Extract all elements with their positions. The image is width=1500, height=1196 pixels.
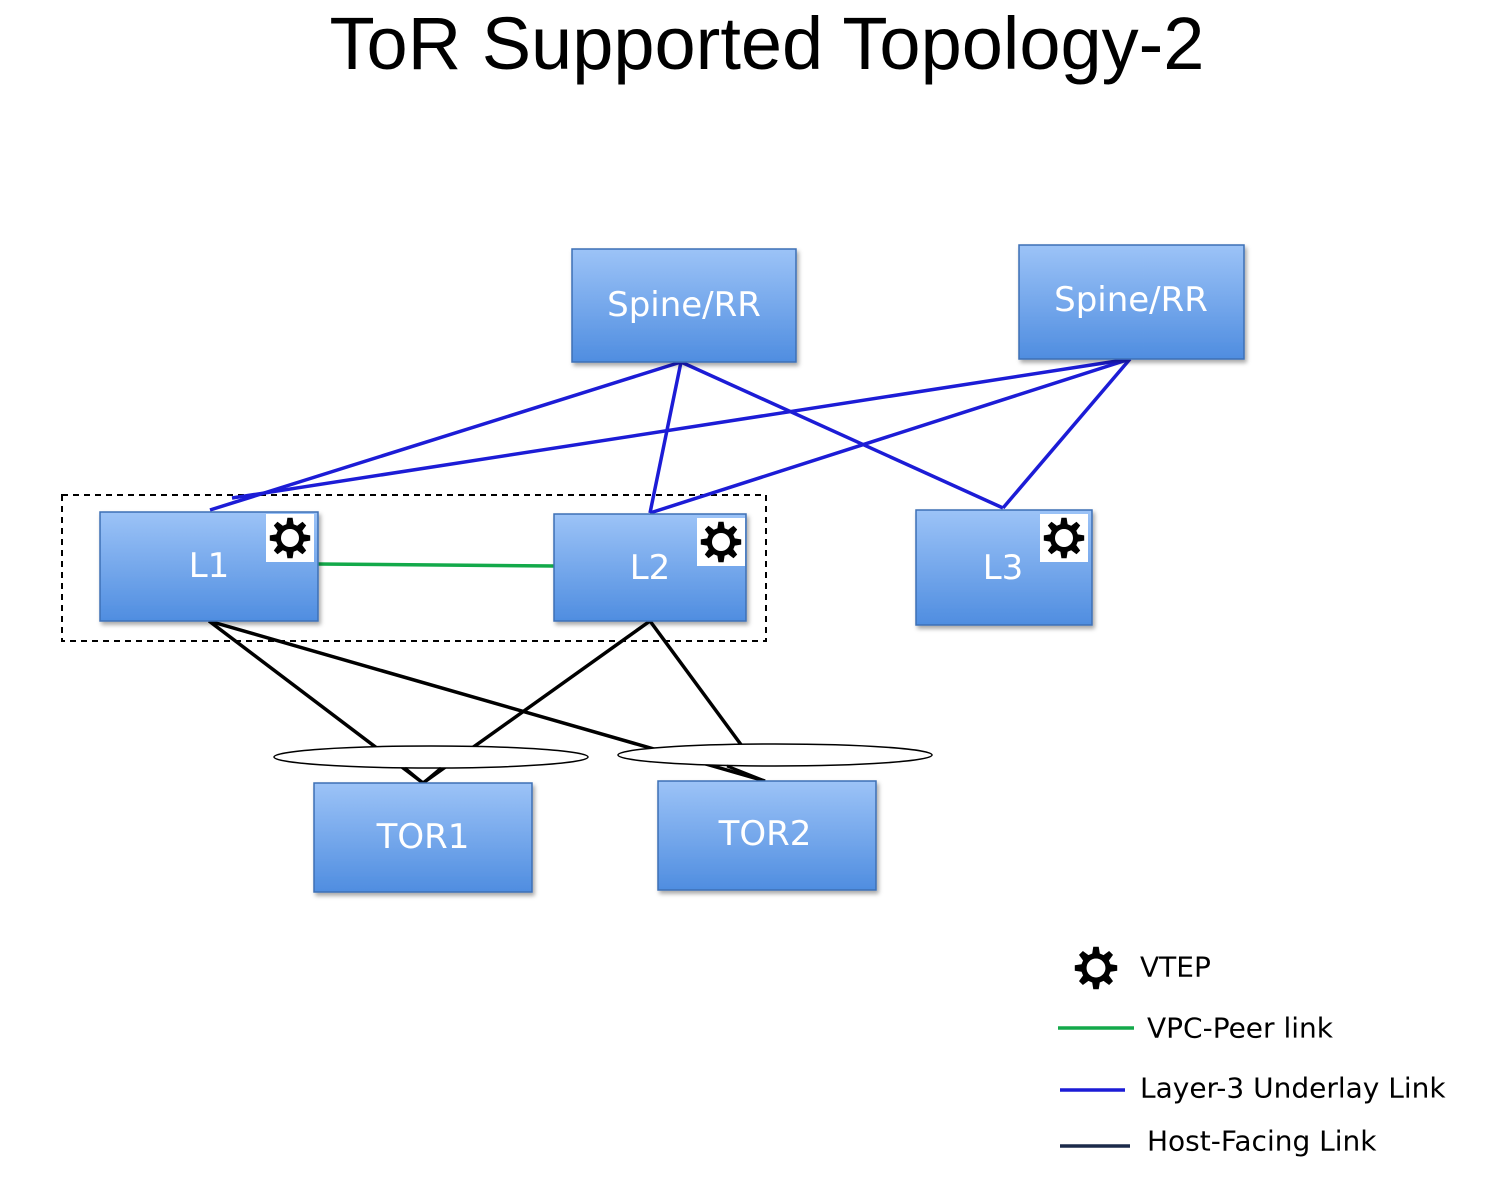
node-l3[interactable]: L3 — [915, 509, 1093, 626]
link-spine1-l1 — [209, 360, 682, 512]
gear-icon — [1043, 517, 1085, 559]
legend-vpc-peer-label: VPC-Peer link — [1147, 1012, 1334, 1045]
node-l2-label: L2 — [630, 548, 671, 588]
node-tor2[interactable]: TOR2 — [657, 780, 877, 891]
link-spine1-l3 — [680, 360, 1004, 510]
vpc-domain-outline — [61, 494, 767, 642]
node-spine2[interactable]: Spine/RR — [1018, 244, 1245, 360]
link-l2-tor2 — [648, 619, 744, 748]
legend: VTEP VPC-Peer link Layer-3 Underlay Link… — [1058, 946, 1446, 1158]
port-channel-tor2 — [617, 743, 933, 767]
node-l1[interactable]: L1 — [99, 511, 319, 622]
link-spine1-l2 — [648, 361, 683, 514]
legend-host-facing-label: Host-Facing Link — [1147, 1125, 1377, 1158]
gear-icon — [700, 521, 742, 563]
node-l1-label: L1 — [189, 546, 230, 586]
gear-icon — [269, 517, 311, 559]
vpc-peer-link — [316, 562, 555, 568]
node-tor1[interactable]: TOR1 — [313, 782, 533, 893]
link-spine2-l2 — [649, 357, 1131, 515]
node-spine2-label: Spine/RR — [1054, 280, 1208, 320]
port-channel-tor1 — [273, 745, 589, 769]
legend-vtep-label: VTEP — [1140, 951, 1211, 984]
node-spine1-label: Spine/RR — [607, 285, 761, 325]
link-stub-tor1 — [404, 766, 424, 785]
node-tor1-label: TOR1 — [376, 817, 470, 857]
link-spine2-l3 — [1001, 357, 1132, 510]
gear-icon — [1074, 946, 1118, 990]
node-l2[interactable]: L2 — [553, 513, 747, 622]
node-l3-label: L3 — [983, 548, 1024, 588]
underlay-links — [209, 357, 1132, 515]
link-stub-tor2 — [726, 764, 766, 783]
link-spine2-l1 — [231, 357, 1131, 500]
node-tor2-label: TOR2 — [718, 814, 812, 854]
legend-underlay-label: Layer-3 Underlay Link — [1140, 1072, 1446, 1105]
node-spine1[interactable]: Spine/RR — [571, 248, 797, 363]
page-title: ToR Supported Topology-2 — [329, 2, 1205, 85]
link-stub-tor1-b — [422, 766, 442, 785]
